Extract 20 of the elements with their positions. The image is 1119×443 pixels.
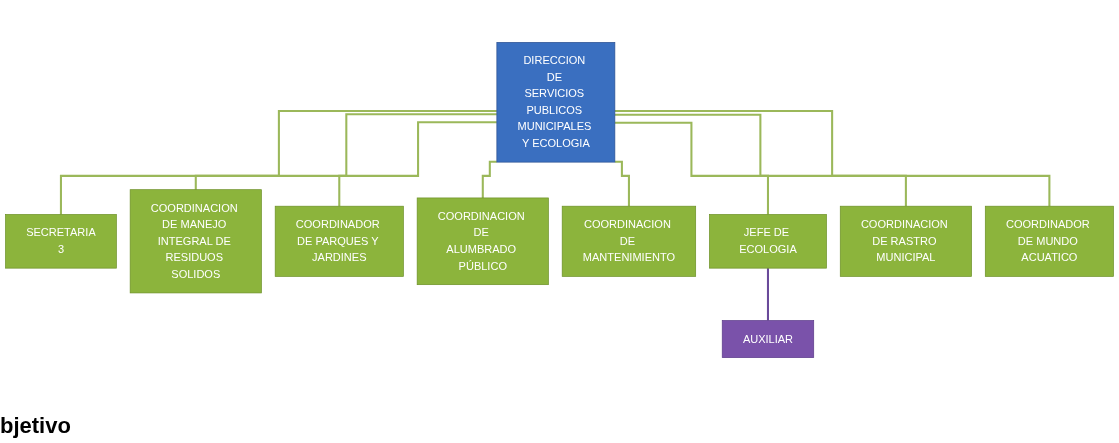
- connector: [338, 121, 497, 208]
- connector: [614, 110, 1051, 208]
- node-box: SECRETARIA 3: [5, 214, 117, 269]
- node-box: JEFE DE ECOLOGIA: [709, 214, 827, 269]
- node-box: COORDINADOR DE MUNDO ACUATICO: [984, 205, 1114, 277]
- heading-text: bjetivo: [0, 413, 71, 438]
- node-box: DIRECCION DE SERVICIOS PUBLICOS MUNICIPALES Y ECOLOGIA: [496, 42, 616, 163]
- node-box: COORDINACION DE MANEJO INTEGRAL DE RESIDUOS SOLIDOS: [129, 189, 262, 294]
- connector: [614, 160, 630, 208]
- connector: [481, 160, 497, 199]
- node-box: COORDINACION DE ALUMBRADO PÚBLICO: [416, 197, 549, 285]
- node-box: COORDINACION DE RASTRO MUNICIPAL: [839, 205, 972, 277]
- connector: [59, 110, 497, 216]
- node-box: AUXILIAR: [721, 320, 815, 358]
- connector: [614, 121, 769, 216]
- node-box: COORDINACION DE MANTENIMIENTO: [561, 205, 697, 277]
- connector: [614, 113, 907, 208]
- connector: [766, 267, 769, 322]
- node-box: COORDINADOR DE PARQUES Y JARDINES: [274, 205, 404, 277]
- connector: [194, 113, 497, 191]
